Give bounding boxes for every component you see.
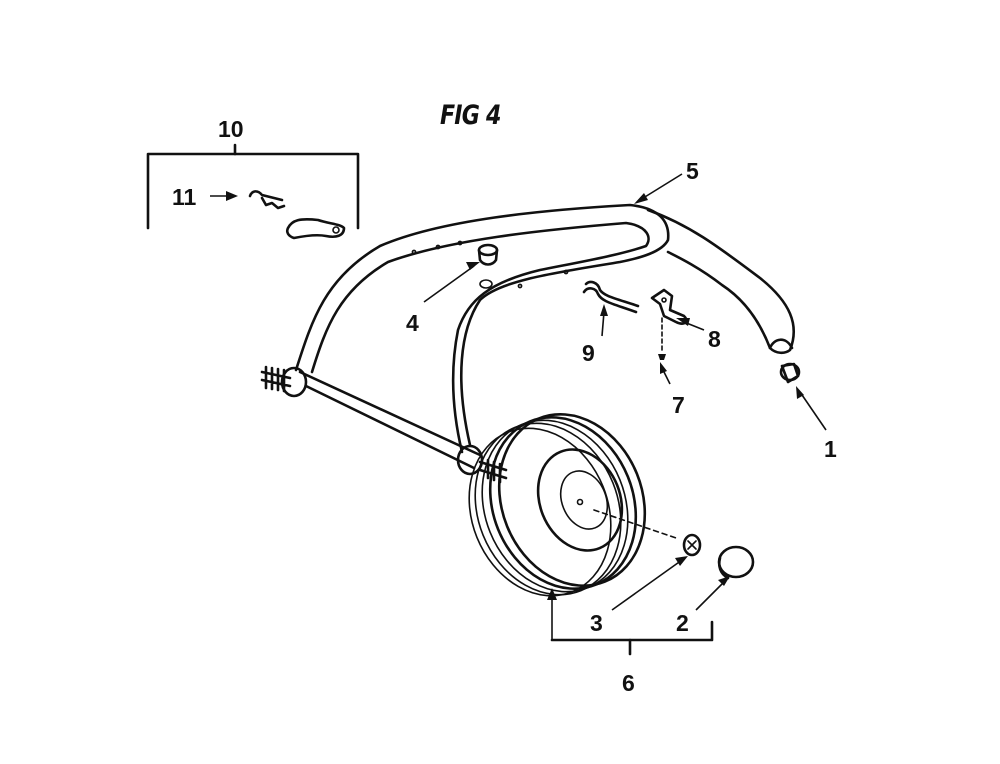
callout-9: 9 xyxy=(582,340,595,366)
callout-4: 4 xyxy=(406,310,419,336)
callout-10: 10 xyxy=(218,116,244,142)
callout-1: 1 xyxy=(824,436,837,462)
push-nut xyxy=(682,533,702,557)
callout-2: 2 xyxy=(676,610,689,636)
end-cap xyxy=(779,362,801,384)
callout-6: 6 xyxy=(622,670,635,696)
knob-kit xyxy=(146,143,360,240)
figure-title: FIG 4 xyxy=(440,100,501,131)
callout-8: 8 xyxy=(708,326,721,352)
callout-11: 11 xyxy=(172,184,197,210)
screw xyxy=(658,317,666,360)
hub-cap xyxy=(717,545,755,580)
plug-part xyxy=(477,243,499,289)
axle xyxy=(260,365,508,484)
callout-7: 7 xyxy=(672,392,685,418)
leader-lines xyxy=(210,173,827,656)
callout-5: 5 xyxy=(686,158,699,184)
wheel xyxy=(468,412,677,597)
callout-3: 3 xyxy=(590,610,603,636)
handle-frame xyxy=(294,203,795,454)
wire-clip xyxy=(582,280,640,314)
